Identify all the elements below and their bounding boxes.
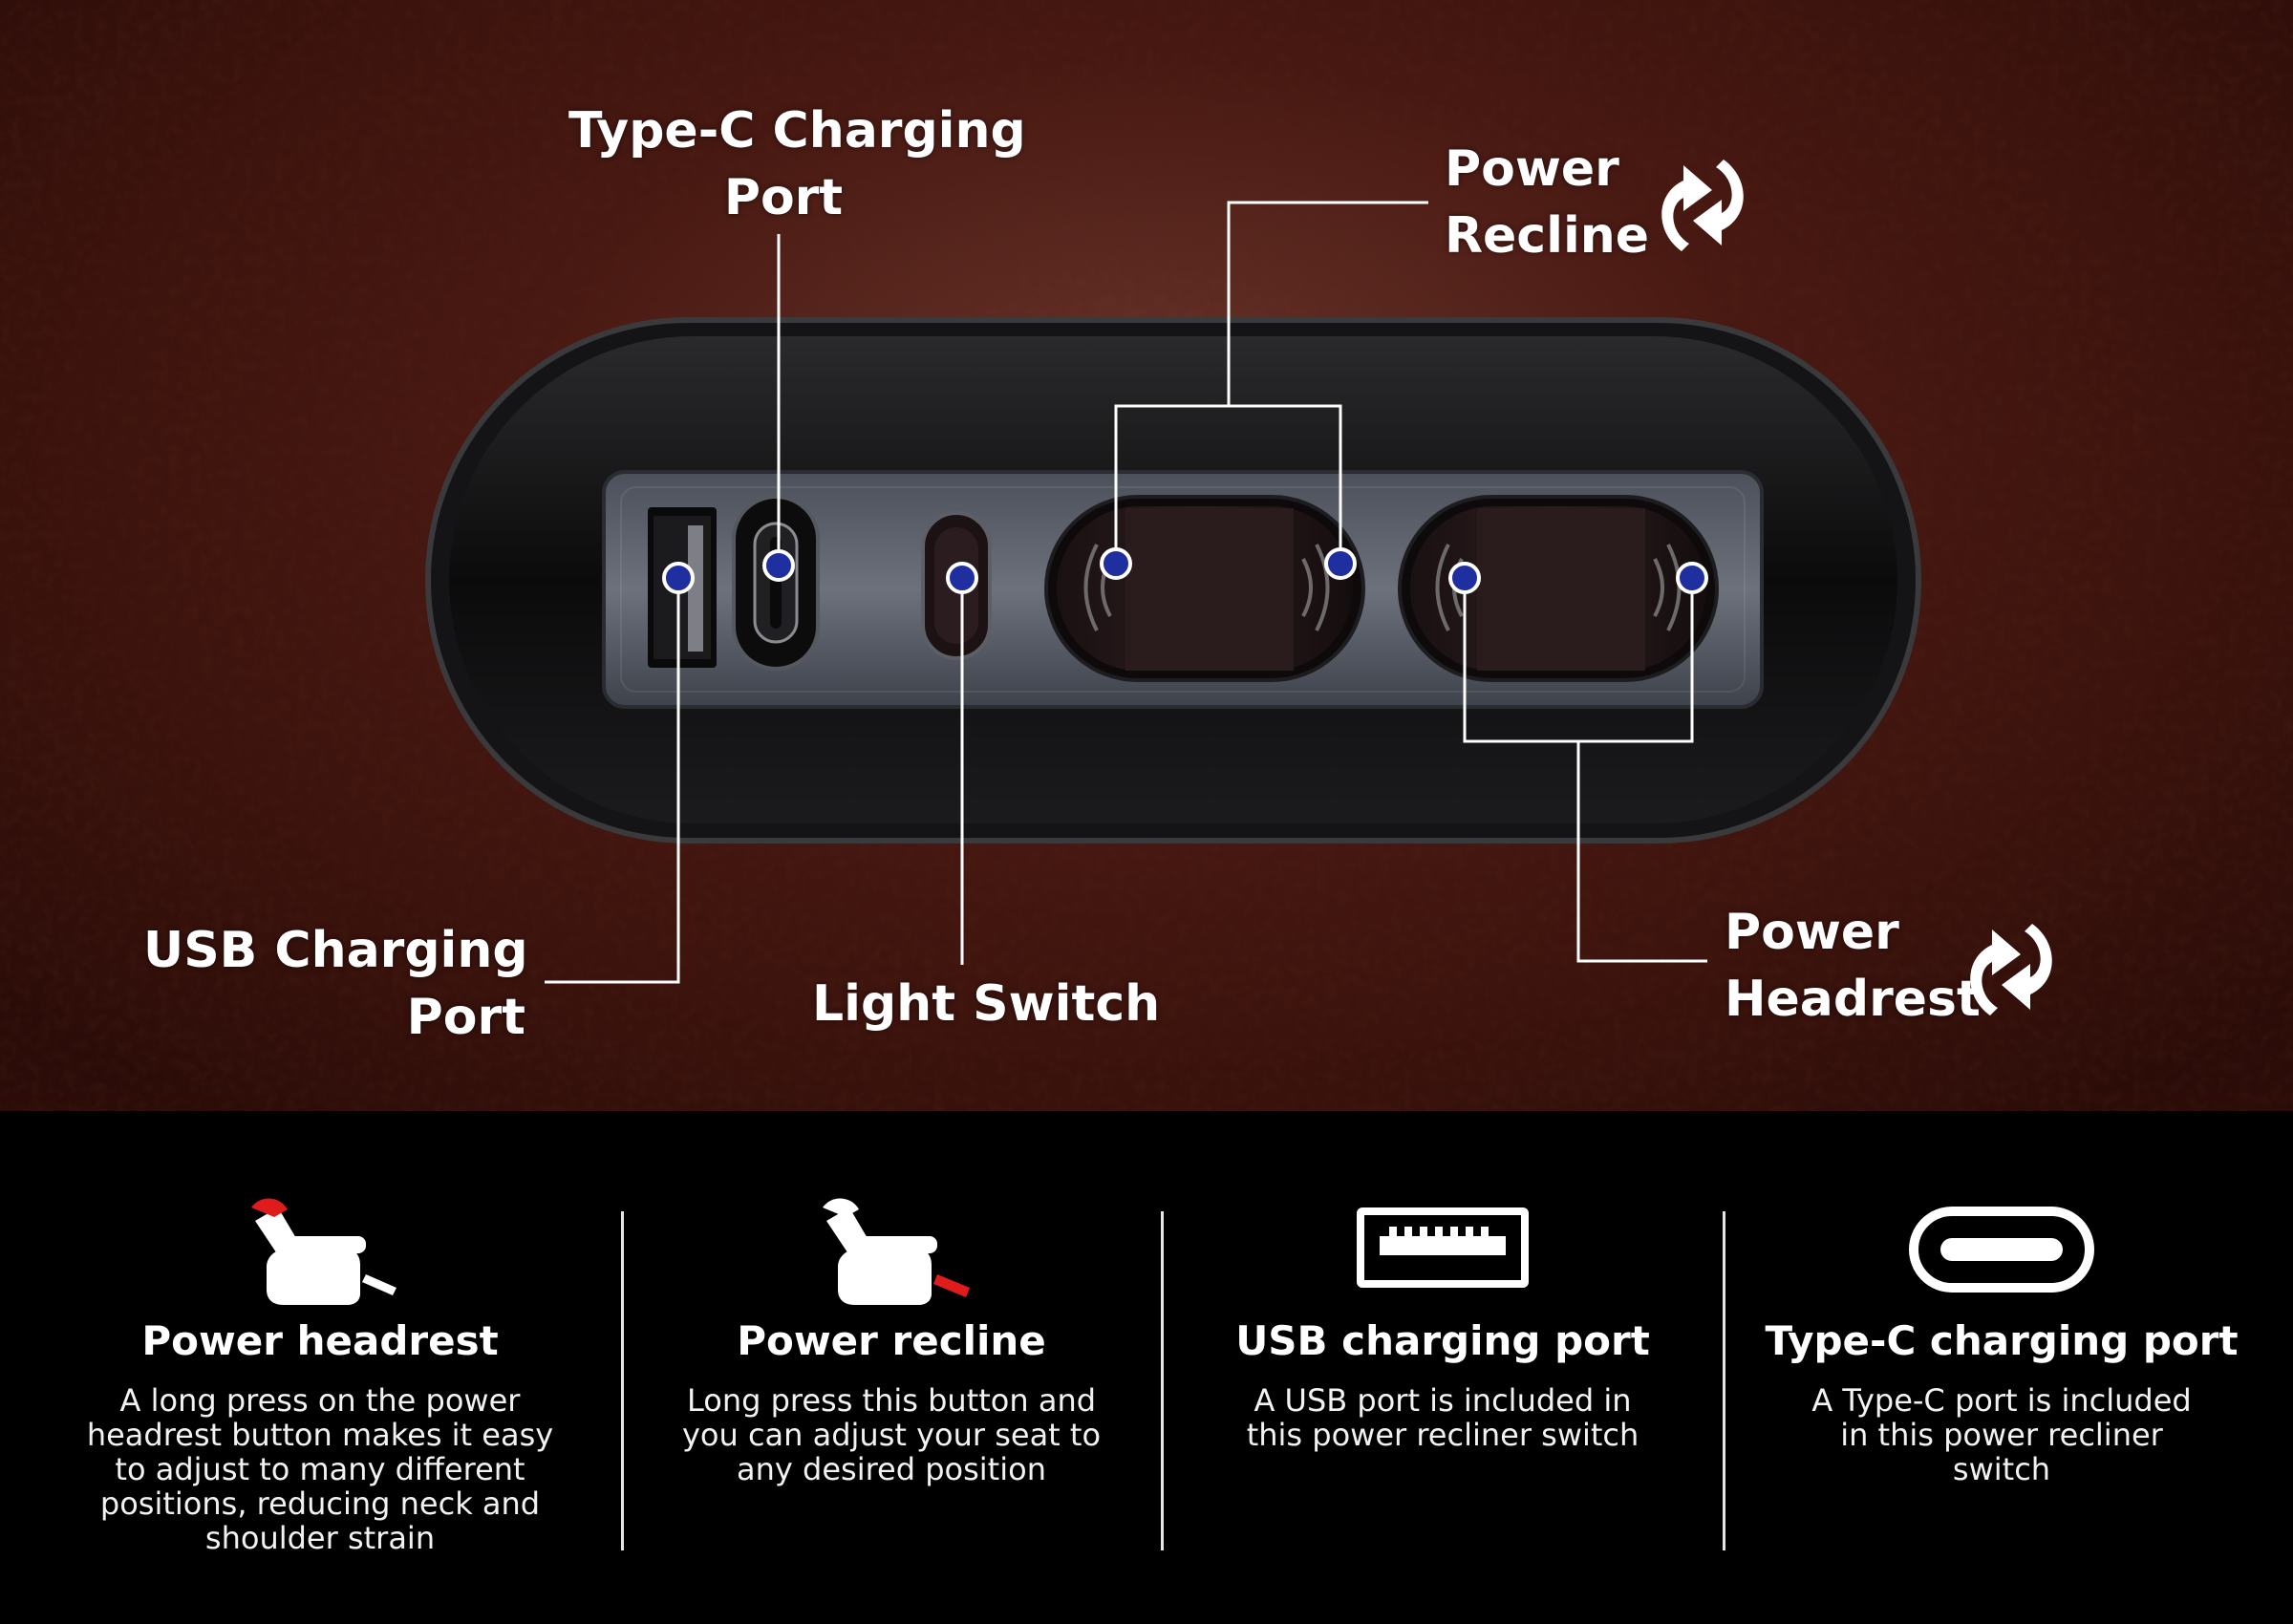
feature-title: USB charging port [1235, 1317, 1650, 1364]
rotate-arrows-icon [1661, 160, 1744, 251]
feature-usb-charging-port: USB charging port A USB port is included… [1175, 1194, 1710, 1452]
feature-description: A Type-C port is included in this power … [1811, 1382, 2192, 1487]
type-c-port-icon [1909, 1207, 2094, 1293]
callout-type-c-line1: Type-C Charging [568, 102, 1026, 160]
feature-band [0, 1111, 2293, 1624]
divider [621, 1211, 624, 1550]
marker-dot-recline-left [1100, 547, 1132, 580]
callout-usb-port: USB Charging Port [143, 917, 528, 1051]
callout-power-recline: Power Recline [1445, 136, 1649, 269]
callout-type-c-port: Type-C Charging Port [568, 97, 1026, 231]
feature-title: Power recline [737, 1317, 1046, 1364]
rotate-arrows-icon [1970, 924, 2052, 1015]
control-panel-diagram [425, 201, 1921, 984]
divider [1723, 1211, 1725, 1550]
feature-title: Type-C charging port [1765, 1317, 2239, 1364]
leader-lines [545, 201, 1707, 984]
callout-usb-line1: USB Charging [143, 922, 528, 979]
marker-dot-headrest-left [1448, 562, 1481, 594]
headrest-recliner-icon [251, 1198, 396, 1305]
callout-headrest-line1: Power [1725, 904, 1899, 961]
marker-dot-headrest-right [1676, 562, 1708, 594]
marker-dot-usb [662, 562, 695, 594]
power-headrest-button [1398, 495, 1719, 682]
callout-light-switch: Light Switch [812, 971, 1160, 1037]
feature-power-headrest: Power headrest A long press on the power… [53, 1194, 588, 1555]
feature-description: Long press this button and you can adjus… [681, 1382, 1102, 1487]
callout-type-c-line2: Port [723, 169, 844, 226]
power-recline-button [1044, 495, 1365, 682]
usb-port-icon [1357, 1207, 1529, 1288]
callout-recline-line2: Recline [1445, 207, 1650, 265]
marker-dot-recline-right [1324, 547, 1357, 580]
marker-dots [662, 547, 1708, 594]
callout-power-headrest: Power Headrest [1725, 899, 1981, 1033]
type-c-port [732, 495, 820, 671]
callout-light-line1: Light Switch [812, 975, 1161, 1033]
feature-description: A long press on the power headrest butto… [86, 1382, 554, 1556]
marker-dot-type-c [762, 549, 795, 582]
callout-recline-line1: Power [1445, 140, 1619, 198]
callout-usb-line2: Port [406, 989, 525, 1046]
recline-recliner-icon [823, 1198, 970, 1305]
feature-title: Power headrest [141, 1317, 499, 1364]
callout-headrest-line2: Headrest [1725, 971, 1981, 1028]
marker-dot-light [946, 562, 978, 594]
feature-type-c-charging-port: Type-C charging port A Type-C port is in… [1734, 1194, 2269, 1486]
leader-recline [1227, 201, 1428, 406]
divider [1161, 1211, 1164, 1550]
feature-description: A USB port is included in this power rec… [1246, 1382, 1639, 1453]
feature-power-recline: Power recline Long press this button and… [624, 1194, 1159, 1486]
leader-usb [545, 578, 680, 984]
leader-headrest [1576, 741, 1707, 963]
